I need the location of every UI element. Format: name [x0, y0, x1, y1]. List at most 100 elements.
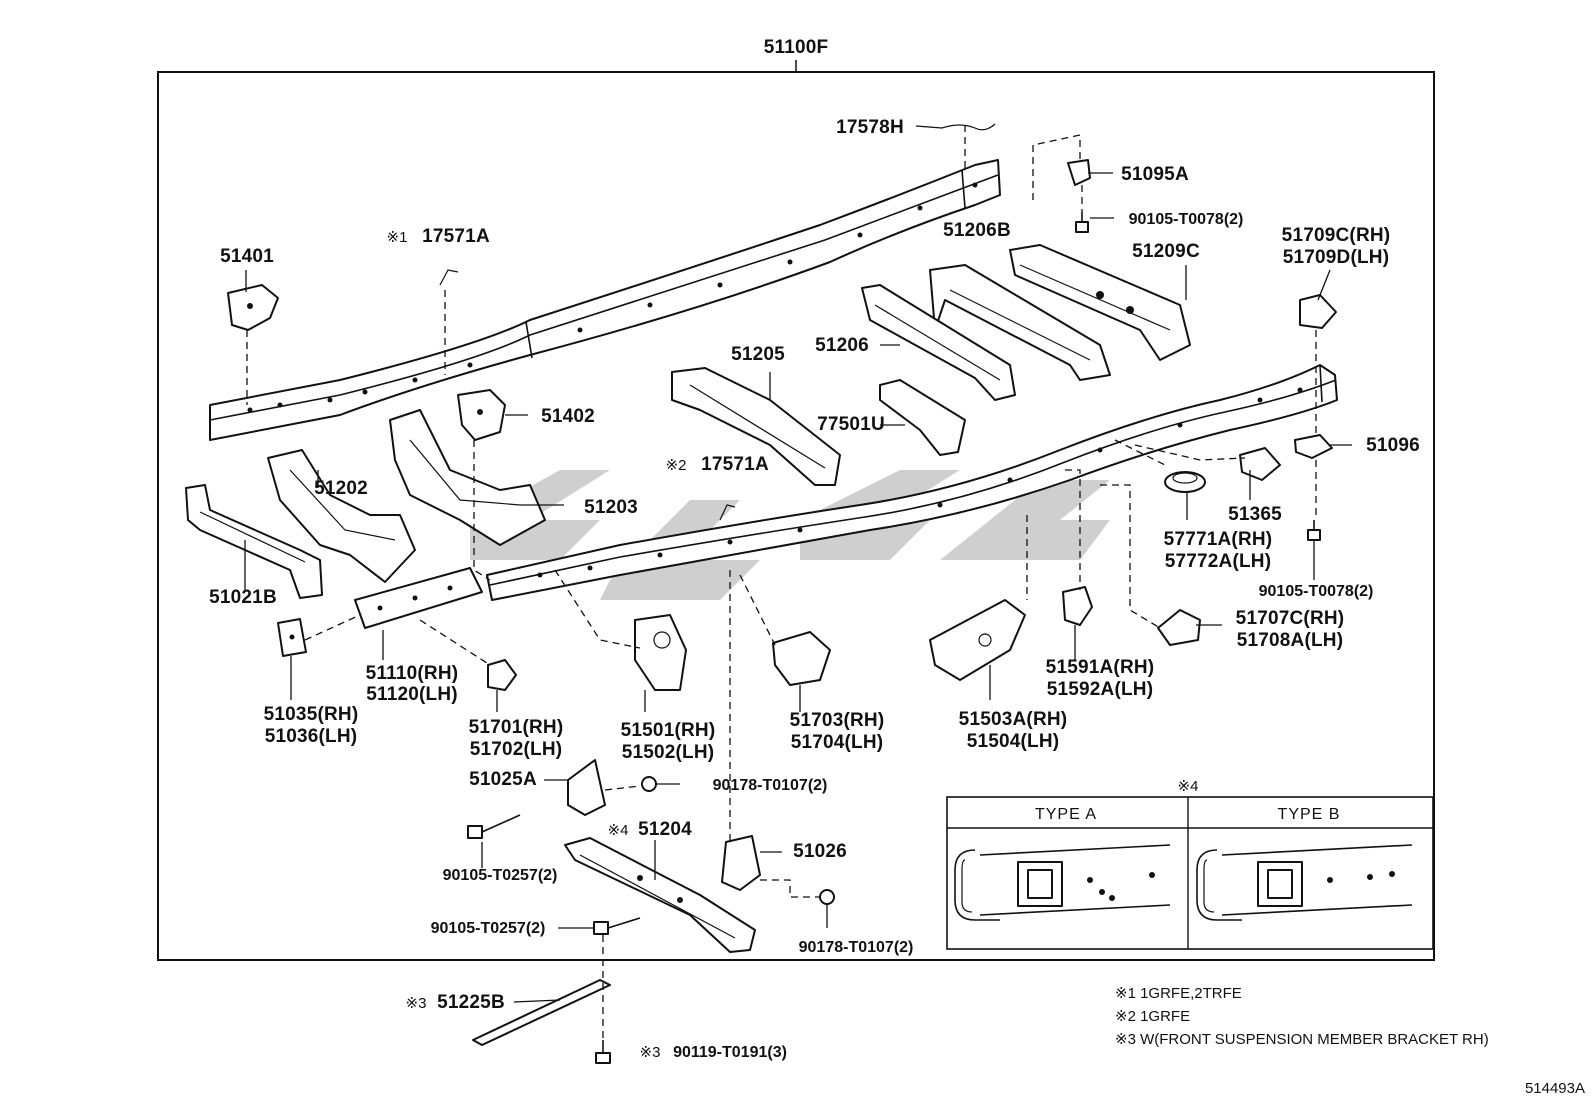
- label-51503a[interactable]: 51503A(RH): [959, 709, 1068, 730]
- bolt-label-t0107-bottom[interactable]: 90178-T0107(2): [799, 939, 914, 956]
- label-51502[interactable]: 51502(LH): [622, 742, 715, 763]
- plate-51110[interactable]: [354, 567, 483, 629]
- mark-4-box: ※4: [1178, 778, 1199, 795]
- label-17571a-2[interactable]: 17571A: [701, 454, 769, 475]
- label-51206b[interactable]: 51206B: [943, 220, 1011, 241]
- label-51021b[interactable]: 51021B: [209, 587, 277, 608]
- bolt-icon-t0257-bottom: [593, 917, 641, 935]
- bracket-51701[interactable]: [487, 659, 517, 691]
- label-77501u[interactable]: 77501U: [817, 414, 885, 435]
- type-b-header: TYPE B: [1278, 806, 1341, 823]
- label-17571a-1[interactable]: 17571A: [422, 226, 490, 247]
- bracket-51096[interactable]: [1294, 434, 1333, 459]
- bracket-77501u[interactable]: [879, 379, 966, 456]
- hose-clamp-17578h[interactable]: [941, 123, 996, 131]
- label-51025a[interactable]: 51025A: [469, 769, 537, 790]
- bolt-label-t0078-top[interactable]: 90105-T0078(2): [1129, 211, 1244, 228]
- label-51209c[interactable]: 51209C: [1132, 241, 1200, 262]
- label-51202[interactable]: 51202: [314, 478, 368, 499]
- figure-id: 514493A: [1525, 1080, 1585, 1097]
- note-1: ※1 1GRFE,2TRFE: [1115, 985, 1242, 1002]
- label-51703[interactable]: 51703(RH): [790, 710, 885, 731]
- crossmember-51205[interactable]: [671, 367, 841, 486]
- label-51203[interactable]: 51203: [584, 497, 638, 518]
- label-51401[interactable]: 51401: [220, 246, 274, 267]
- crossmember-51209c[interactable]: [1009, 244, 1191, 361]
- label-51225b[interactable]: 51225B: [437, 992, 505, 1013]
- bracket-51025a[interactable]: [567, 759, 606, 816]
- label-51704[interactable]: 51704(LH): [791, 732, 884, 753]
- label-51707c[interactable]: 51707C(RH): [1236, 608, 1345, 629]
- frame-rail-right-holes: [537, 387, 1303, 578]
- bracket-51026[interactable]: [721, 835, 761, 891]
- stopper-57771a[interactable]: [1164, 471, 1206, 493]
- clip-17571a-1[interactable]: [439, 269, 459, 286]
- label-51095a[interactable]: 51095A: [1121, 164, 1189, 185]
- label-51035[interactable]: 51035(RH): [264, 704, 359, 725]
- label-51204[interactable]: 51204: [638, 819, 692, 840]
- bracket-51591a[interactable]: [1062, 586, 1093, 626]
- label-51702[interactable]: 51702(LH): [470, 739, 563, 760]
- label-51205[interactable]: 51205: [731, 344, 785, 365]
- label-51365[interactable]: 51365: [1228, 504, 1282, 525]
- bolt-icon-t0191: [595, 1040, 611, 1064]
- bolt-icon-t0257-top: [467, 814, 521, 839]
- bolt-label-t0191[interactable]: 90119-T0191(3): [673, 1044, 787, 1061]
- bracket-51707c[interactable]: [1157, 609, 1201, 646]
- label-51701[interactable]: 51701(RH): [469, 717, 564, 738]
- label-51096[interactable]: 51096: [1366, 435, 1420, 456]
- bolt-label-t0257-top[interactable]: 90105-T0257(2): [443, 867, 558, 884]
- bracket-51401[interactable]: [227, 284, 279, 331]
- label-51036[interactable]: 51036(LH): [265, 726, 358, 747]
- crossmember-51204[interactable]: [564, 837, 756, 953]
- label-51120[interactable]: 51120(LH): [366, 684, 458, 705]
- crossmember-51206[interactable]: [861, 284, 1016, 401]
- crossmember-51202[interactable]: [267, 449, 416, 583]
- type-a-detail: [954, 844, 1171, 921]
- label-51110[interactable]: 51110(RH): [366, 663, 459, 684]
- leader-lines: [244, 125, 1352, 1003]
- label-57771a[interactable]: 57771A(RH): [1164, 529, 1273, 550]
- mark-4-part: ※4: [608, 822, 629, 839]
- bolt-label-t0107-top[interactable]: 90178-T0107(2): [713, 777, 828, 794]
- label-17578h[interactable]: 17578H: [836, 117, 904, 138]
- bracket-51365[interactable]: [1239, 447, 1281, 481]
- bracket-51709c[interactable]: [1299, 294, 1337, 329]
- crossmember-51203[interactable]: [389, 409, 546, 546]
- note-2: ※2 1GRFE: [1115, 1008, 1190, 1025]
- label-51708a[interactable]: 51708A(LH): [1237, 630, 1344, 651]
- mark-2: ※2: [666, 457, 687, 474]
- label-57772a[interactable]: 57772A(LH): [1165, 551, 1272, 572]
- plate-51035[interactable]: [277, 618, 307, 657]
- nut-icon-t0107-top: [641, 776, 657, 792]
- mark-1: ※1: [387, 229, 408, 246]
- label-51592a[interactable]: 51592A(LH): [1047, 679, 1154, 700]
- bracket-51501[interactable]: [634, 614, 687, 691]
- frame-rail-right[interactable]: [486, 364, 1338, 601]
- label-51206[interactable]: 51206: [815, 335, 869, 356]
- bracket-51095a[interactable]: [1067, 159, 1091, 186]
- mark-3-bolt: ※3: [640, 1044, 661, 1061]
- label-51026[interactable]: 51026: [793, 841, 847, 862]
- bracket-51703[interactable]: [772, 631, 831, 686]
- mark-3-part: ※3: [406, 995, 427, 1012]
- bracket-51503a[interactable]: [929, 599, 1026, 681]
- type-inset: ※4 TYPE A TYPE B: [946, 778, 1434, 950]
- nut-icon-t0107-bottom: [819, 889, 835, 905]
- bracket-51402[interactable]: [457, 389, 506, 441]
- label-51402[interactable]: 51402: [541, 406, 595, 427]
- bolt-label-t0257-bottom[interactable]: 90105-T0257(2): [431, 920, 546, 937]
- label-51501[interactable]: 51501(RH): [621, 720, 716, 741]
- assembly-part-number[interactable]: 51100F: [764, 37, 829, 58]
- bolt-icon-t0078-right: [1307, 520, 1321, 541]
- crossmember-51021b[interactable]: [185, 484, 323, 599]
- frame-rail-left[interactable]: [209, 159, 1001, 441]
- label-51504[interactable]: 51504(LH): [967, 731, 1060, 752]
- label-51709c[interactable]: 51709C(RH): [1282, 225, 1391, 246]
- clip-17571a-2[interactable]: [719, 504, 736, 521]
- bolt-label-t0078-right[interactable]: 90105-T0078(2): [1259, 583, 1374, 600]
- label-51709d[interactable]: 51709D(LH): [1283, 247, 1390, 268]
- bolt-icon-t0078-top: [1075, 212, 1089, 233]
- label-51591a[interactable]: 51591A(RH): [1046, 657, 1155, 678]
